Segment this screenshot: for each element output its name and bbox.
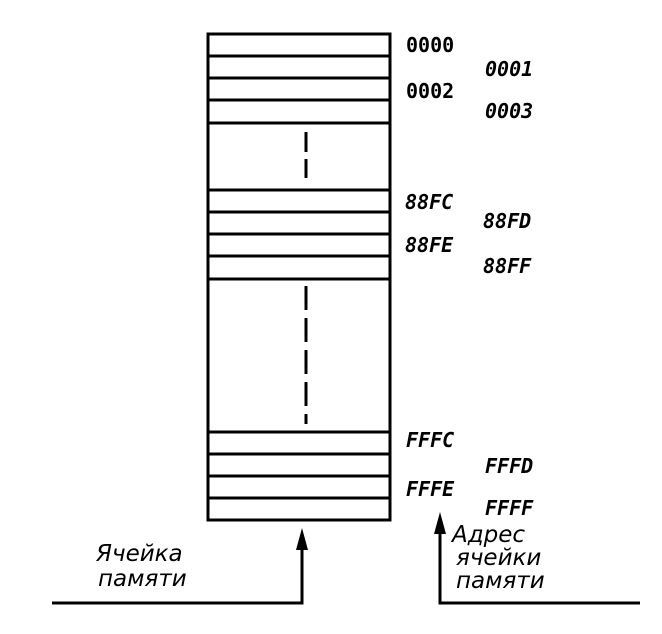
memory-address-label-line2: ячейки <box>456 545 541 571</box>
address-label: FFFF <box>485 496 534 520</box>
memory-cell-label-line2: памяти <box>98 566 187 592</box>
memory-cells-middle <box>208 188 390 281</box>
address-label: 0001 <box>485 57 533 81</box>
address-label: 88FD <box>483 209 531 233</box>
address-label: 0000 <box>406 33 454 57</box>
address-label: 0003 <box>485 99 533 123</box>
cell-pointer-line <box>52 538 304 605</box>
memory-cells-bottom <box>208 430 390 500</box>
address-label: FFFC <box>406 428 454 452</box>
address-arrowhead <box>434 512 446 534</box>
address-label: 88FC <box>405 190 453 214</box>
address-label: FFFE <box>406 477 455 501</box>
address-label: 88FF <box>483 254 532 278</box>
memory-address-label-line3: памяти <box>456 568 545 594</box>
address-pointer-line <box>438 522 640 605</box>
address-label: FFFD <box>485 454 533 478</box>
memory-cell-label-line1: Ячейка <box>95 541 183 567</box>
memory-cells-top <box>208 54 390 125</box>
memory-column <box>206 32 392 522</box>
cell-arrowhead <box>296 528 308 550</box>
memory-address-label-line1: Адрес <box>450 522 525 548</box>
address-label: 88FE <box>405 233 454 257</box>
address-label: 0002 <box>406 79 454 103</box>
